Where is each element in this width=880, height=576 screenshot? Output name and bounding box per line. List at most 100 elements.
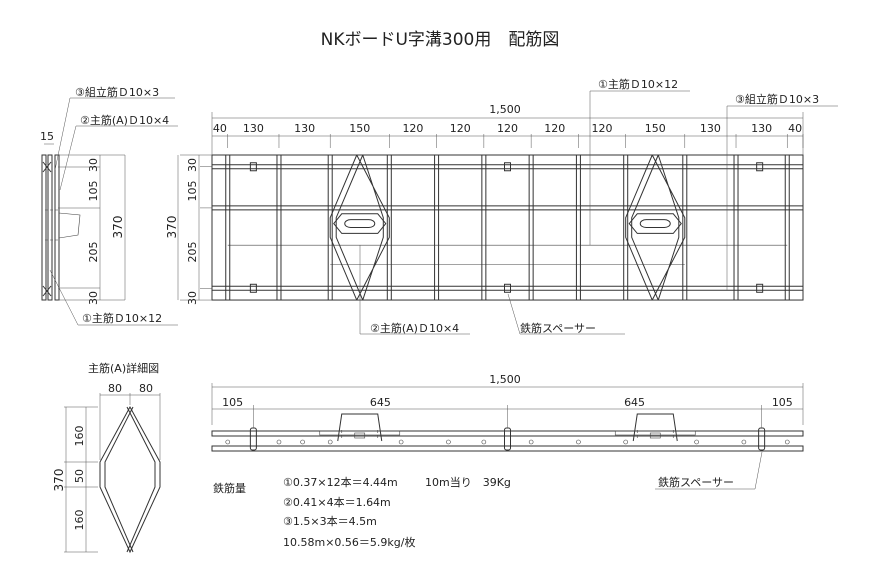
dim-vertical: 105 [87,181,100,202]
section-insert [58,212,81,239]
cross-bar-section [398,439,404,445]
cross-bar-section [481,439,487,445]
dim-vertical: 30 [186,291,199,305]
spacer [504,283,511,293]
dim-horizontal: 80 [108,382,122,395]
dim-vertical: 30 [186,158,199,172]
insert-opening [628,213,682,234]
spacer [249,283,257,293]
insert-profile [337,413,383,442]
dim-horizontal: 130 [700,122,721,135]
dim-vertical: 50 [73,469,86,483]
diamond-bar [329,154,390,301]
leader [49,269,79,326]
spacer [249,162,257,172]
cross-bar-section [623,439,629,445]
dim-total: 370 [111,216,125,239]
dim-width: 15 [40,130,54,143]
insert-hidden [341,430,379,440]
dim-horizontal: 130 [751,122,772,135]
label-main-bar-a: ②主筋(A)Ｄ10×4 [370,321,459,335]
plan-outline [211,154,804,301]
section-bar [41,154,47,301]
label-main-bar-a: ②主筋(A)Ｄ10×4 [80,113,169,127]
label-spacer: 鉄筋スペーサー [520,321,596,335]
dim-horizontal: 120 [402,122,423,135]
insert-hidden [636,430,674,440]
dim-horizontal: 150 [645,122,666,135]
leader [54,97,71,171]
quantity-line: ①0.37×12本＝4.44m [283,475,398,489]
insert-bolt [354,432,366,439]
label-assembly-bar: ③組立筋Ｄ10×3 [735,92,819,106]
tie-mark [42,285,52,297]
insert-slot [344,219,376,229]
dim-vertical: 105 [186,181,199,202]
cross-bar-section [741,439,747,445]
dim-horizontal: 130 [294,122,315,135]
dim-horizontal: 130 [243,122,264,135]
dim-horizontal: 40 [788,122,802,135]
dim-horizontal: 120 [450,122,471,135]
dim-horizontal: 80 [139,382,153,395]
dim-vertical: 160 [73,426,86,447]
dim-total-vertical: 370 [165,216,179,239]
diamond-bar [625,154,686,301]
quantity-line: ③1.5×3本＝4.5m [283,514,377,528]
leader [754,451,763,490]
insert-profile [632,413,678,442]
label-main-bar: ①主筋Ｄ10×12 [82,311,162,325]
dim-total: 1,500 [489,373,521,386]
leader [59,125,77,191]
section-bar [54,154,60,301]
cross-bar-section [576,439,581,445]
dim-horizontal: 105 [772,396,793,409]
leader [507,293,521,335]
dim-horizontal: 645 [624,396,645,409]
dim-horizontal: 150 [349,122,370,135]
dim-horizontal: 40 [213,122,227,135]
page-title: NKボードU字溝300用 配筋図 [321,30,560,50]
insert-bolt [649,432,661,439]
dim-vertical: 205 [87,242,100,263]
dim-vertical: 160 [73,510,86,531]
side-bar [211,445,804,452]
dim-horizontal: 120 [544,122,565,135]
detail-title: 主筋(A)詳細図 [88,361,159,375]
side-bar [211,430,804,437]
quantity-line: ②0.41×4本＝1.64m [283,495,391,509]
dim-vertical: 30 [87,158,100,172]
dim-vertical: 205 [186,242,199,263]
cross-bar-section [300,439,305,445]
insert-opening [333,213,387,234]
diamond-bar-detail [99,405,161,554]
label-assembly-bar: ③組立筋Ｄ10×3 [75,85,159,99]
cross-bar-section [276,439,282,445]
quantity-line: 10.58m×0.56＝5.9kg/枚 [283,535,415,549]
dim-total: 370 [52,469,66,492]
insert-flange [614,430,696,436]
cross-bar-section [446,439,451,445]
cross-bar-section [327,439,333,445]
diamond-bar-detail [104,406,156,553]
tie-mark [42,161,52,173]
spacer [756,162,764,172]
dim-horizontal: 120 [592,122,613,135]
cross-bar-section [784,439,790,445]
dim-horizontal: 120 [497,122,518,135]
label-main-bar: ①主筋Ｄ10×12 [598,77,678,91]
section-bar [47,154,53,301]
cross-bar-section [225,439,231,445]
dim-horizontal: 645 [370,396,391,409]
label-spacer: 鉄筋スペーサー [658,475,734,489]
spacer [504,162,511,172]
dim-total: 1,500 [489,103,521,116]
dim-horizontal: 105 [222,396,243,409]
spacer [756,283,764,293]
cross-bar-section [528,439,534,445]
dim-vertical: 30 [87,291,100,305]
section-insert-hidden [45,209,59,241]
quantity-per-10m: 10m当り 39Kg [425,475,511,489]
cross-bar-section [694,439,699,445]
